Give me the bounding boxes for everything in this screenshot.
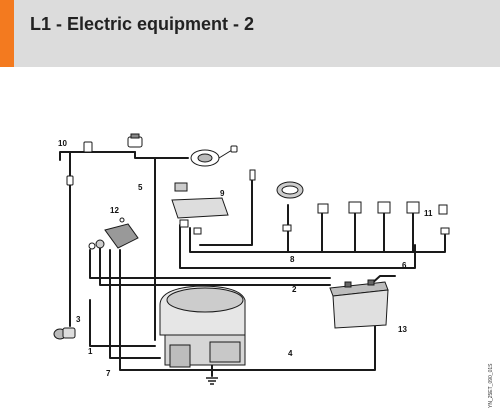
callout-13: 13 <box>398 325 407 334</box>
fuse-cap <box>53 327 76 340</box>
harness-6 <box>179 224 416 269</box>
callout-10: 10 <box>58 139 67 148</box>
page-title: L1 - Electric equipment - 2 <box>30 14 255 34</box>
fuse-wire <box>199 179 253 246</box>
engine <box>159 285 246 368</box>
battery <box>329 279 389 329</box>
connectors <box>249 169 450 235</box>
callout-3: 3 <box>76 315 81 324</box>
wire-4 <box>119 249 376 371</box>
callout-8: 8 <box>290 255 295 264</box>
callout-6: 6 <box>402 261 407 270</box>
callout-2: 2 <box>292 285 297 294</box>
control-panel <box>171 182 229 235</box>
callout-12: 12 <box>110 206 119 215</box>
page-header: L1 - Electric equipment - 2 <box>0 0 500 67</box>
callout-4: 4 <box>288 349 293 358</box>
reference-code: YN_25ET_090_01S <box>488 363 494 408</box>
callout-7: 7 <box>106 369 111 378</box>
wire-2 <box>99 247 331 286</box>
harness-main-top <box>134 151 189 159</box>
wire-8 <box>89 249 331 279</box>
harness-6-b <box>189 227 446 253</box>
callout-5: 5 <box>138 183 143 192</box>
callout-1: 1 <box>88 347 93 356</box>
ground-symbol <box>206 377 218 385</box>
header-accent-bar <box>0 0 14 67</box>
harness-left-branch <box>59 151 136 161</box>
callout-11: 11 <box>424 209 433 218</box>
control-unit <box>88 217 139 250</box>
wire-1 <box>89 299 156 347</box>
switch-component <box>66 133 238 186</box>
callout-9: 9 <box>220 189 225 198</box>
wire-7 <box>109 249 161 359</box>
